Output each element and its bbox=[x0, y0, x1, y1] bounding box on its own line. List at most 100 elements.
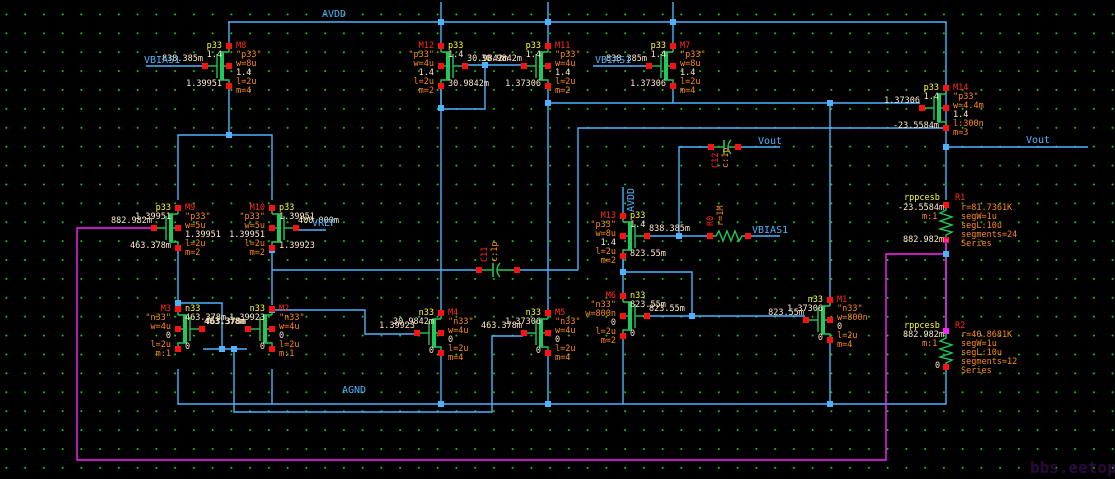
resistor-r2[interactable]: rppcesb R2 882.982m m:1 r=40.8681K segW=… bbox=[903, 321, 1017, 376]
wire-avdd-rail[interactable] bbox=[228, 21, 947, 80]
pin[interactable] bbox=[827, 337, 833, 343]
source-voltage: 1.37306 bbox=[505, 79, 541, 89]
transistor-m14[interactable]: M14"p33"w=4.4m1.4l:300nm=3p331.41.37306-… bbox=[884, 83, 984, 138]
r2-v-bot: 0 bbox=[935, 361, 940, 371]
device-width: w=5u bbox=[245, 221, 265, 231]
device-cell: "n33" bbox=[555, 317, 581, 327]
capacitor-c11[interactable]: C11 c:1p bbox=[476, 242, 520, 278]
pin[interactable] bbox=[620, 293, 626, 299]
wire-m10-m4[interactable] bbox=[272, 309, 416, 335]
pin[interactable] bbox=[545, 310, 551, 316]
pin[interactable] bbox=[919, 105, 925, 111]
pin[interactable] bbox=[545, 330, 551, 336]
pin[interactable] bbox=[438, 310, 444, 316]
gate-voltage: 400.000m bbox=[298, 216, 339, 226]
pin[interactable] bbox=[545, 63, 551, 69]
device-width: w=4u bbox=[279, 322, 299, 332]
pin[interactable] bbox=[620, 253, 626, 259]
pin[interactable] bbox=[670, 63, 676, 69]
pin[interactable] bbox=[644, 313, 650, 319]
pin[interactable] bbox=[293, 225, 299, 231]
wire-c11-to-vout[interactable] bbox=[577, 127, 946, 270]
pin[interactable] bbox=[545, 83, 551, 89]
pin[interactable] bbox=[438, 330, 444, 336]
pin[interactable] bbox=[269, 225, 275, 231]
pin[interactable] bbox=[646, 63, 652, 69]
c11-value: c:1p bbox=[490, 242, 500, 262]
pin[interactable] bbox=[226, 83, 232, 89]
pin[interactable] bbox=[151, 225, 157, 231]
wire-m2-gate-m5[interactable] bbox=[233, 335, 523, 413]
pin[interactable] bbox=[175, 205, 181, 211]
pin[interactable] bbox=[175, 306, 181, 312]
device-length: l=2u bbox=[245, 239, 265, 249]
pin[interactable] bbox=[438, 43, 444, 49]
pin[interactable] bbox=[175, 225, 181, 231]
capacitor-c12[interactable]: C12 c:1p bbox=[708, 139, 741, 168]
pin[interactable] bbox=[438, 350, 444, 356]
pin[interactable] bbox=[269, 306, 275, 312]
pin[interactable] bbox=[521, 63, 527, 69]
pin[interactable] bbox=[438, 63, 444, 69]
transistor-m8[interactable]: M8"p33"w=8u1.4l=2um=4p331.4838.385m1.399… bbox=[162, 41, 262, 96]
pin[interactable] bbox=[269, 346, 275, 352]
pin[interactable] bbox=[226, 63, 232, 69]
device-model: p33 bbox=[630, 211, 645, 221]
pin[interactable] bbox=[438, 83, 444, 89]
wire-m3-diode[interactable] bbox=[178, 302, 223, 349]
pin[interactable] bbox=[199, 326, 205, 332]
wire-agnd-rail[interactable] bbox=[177, 369, 947, 405]
pin[interactable] bbox=[545, 350, 551, 356]
pin[interactable] bbox=[670, 83, 676, 89]
pin[interactable] bbox=[269, 326, 275, 332]
pin[interactable] bbox=[202, 63, 208, 69]
resistor-r0[interactable]: R0 r=1M bbox=[706, 206, 751, 243]
pin[interactable] bbox=[245, 326, 251, 332]
pin[interactable] bbox=[943, 105, 949, 111]
pin[interactable] bbox=[943, 85, 949, 91]
transistor-m9[interactable]: M9"p33"w=5u1.39951l=2um=2p331.39951882.9… bbox=[111, 203, 221, 258]
pin[interactable] bbox=[670, 43, 676, 49]
pin[interactable] bbox=[620, 233, 626, 239]
pin[interactable] bbox=[414, 330, 420, 336]
pin[interactable] bbox=[462, 63, 468, 69]
pin[interactable] bbox=[943, 125, 949, 131]
pin[interactable] bbox=[269, 205, 275, 211]
device-model: n33 bbox=[250, 304, 265, 314]
pin[interactable] bbox=[620, 333, 626, 339]
pin[interactable] bbox=[545, 43, 551, 49]
pin[interactable] bbox=[827, 317, 833, 323]
resistor-r1[interactable]: rppcesb R1 -23.5584m m:1 r=81.7361K segW… bbox=[898, 193, 1017, 249]
pin[interactable] bbox=[644, 233, 650, 239]
pin[interactable] bbox=[620, 313, 626, 319]
wire-feedback[interactable] bbox=[76, 227, 946, 461]
pin[interactable] bbox=[175, 245, 181, 251]
transistor-m11[interactable]: M11"p33"w=4u1.4l=2um=2p331.430.9842m1.37… bbox=[481, 41, 581, 96]
wire-tail-bar[interactable] bbox=[177, 134, 273, 200]
pin[interactable] bbox=[803, 317, 809, 323]
transistor-m7[interactable]: M7"p33"w=8u1.4l=2um=4p331.4838.385m1.373… bbox=[606, 41, 706, 96]
pin[interactable] bbox=[521, 330, 527, 336]
pin[interactable] bbox=[175, 346, 181, 352]
device-width: w=800n bbox=[585, 309, 616, 319]
gate-voltage: 838.385m bbox=[649, 224, 690, 234]
pin[interactable] bbox=[175, 326, 181, 332]
device-width: w=4.4m bbox=[953, 101, 984, 111]
wire-c12-left[interactable] bbox=[678, 146, 710, 236]
transistor-m10[interactable]: M10"p33"w=5u1.39951l=2um=2p331.39951400.… bbox=[229, 203, 339, 258]
r2-m: m:1 bbox=[922, 339, 937, 349]
pin[interactable] bbox=[827, 297, 833, 303]
device-model: p33 bbox=[526, 41, 541, 51]
pin[interactable] bbox=[620, 213, 626, 219]
pin[interactable] bbox=[226, 43, 232, 49]
pin[interactable] bbox=[269, 245, 275, 251]
